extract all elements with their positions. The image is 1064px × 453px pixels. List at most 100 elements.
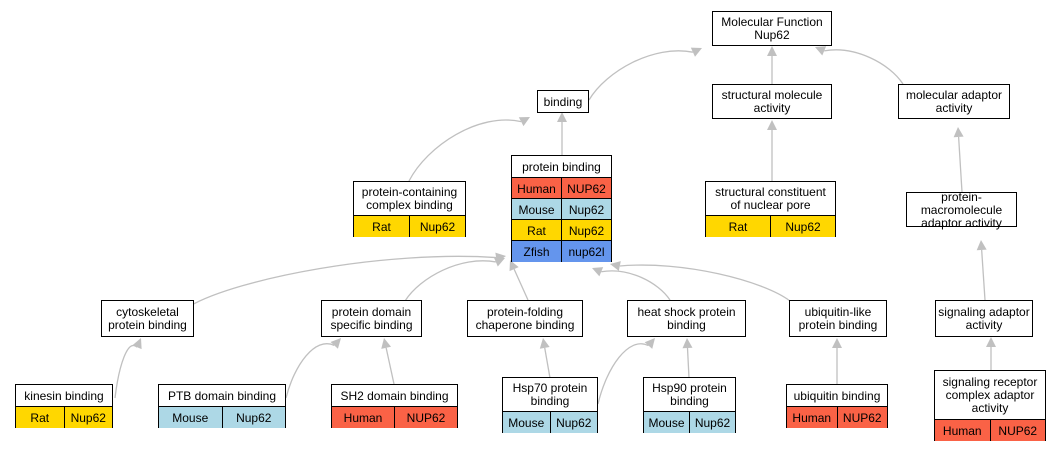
go-term-node-protein-folding-chaperone-binding[interactable]: protein-folding chaperone binding <box>467 300 583 337</box>
edge-arrowhead <box>518 117 530 127</box>
edge-signaling-adaptor-activity-to-protein-macromolecule-adaptor-activity <box>981 249 986 301</box>
edge-arrowhead <box>132 338 142 350</box>
node-label: cytoskeletal protein binding <box>108 305 187 332</box>
edge-arrowhead <box>690 47 702 57</box>
node-label: PTB domain binding <box>167 388 277 403</box>
go-term-node-structural-molecule-activity[interactable]: structural molecule activity <box>712 84 832 119</box>
gene-symbol: NUP62 <box>561 178 611 199</box>
edge-arrowhead <box>539 338 550 349</box>
species-row-mouse: Mouse Nup62 <box>644 411 735 433</box>
gene-symbol: Nup62 <box>549 412 598 433</box>
node-label: SH2 domain binding <box>340 388 449 403</box>
edge-hsp70-protein-binding-to-protein-folding-chaperone-binding <box>544 347 551 379</box>
edge-ptb-domain-binding-to-protein-domain-specific-binding <box>285 343 335 399</box>
edge-ubiquitin-like-protein-binding-to-protein-binding <box>619 264 791 302</box>
edge-arrowhead <box>557 112 567 122</box>
edge-protein-domain-specific-binding-to-protein-binding <box>404 260 496 302</box>
edge-cytoskeletal-protein-binding-to-protein-binding <box>189 255 497 307</box>
node-label: protein-macromolecule adaptor activity <box>920 189 1003 230</box>
go-term-node-molecular-function[interactable]: Molecular Function Nup62 <box>712 11 832 46</box>
node-label: protein binding <box>522 159 601 174</box>
gene-symbol: Nup62 <box>770 216 835 237</box>
node-label: Molecular Function Nup62 <box>721 15 823 42</box>
edge-arrowhead <box>815 46 827 56</box>
node-label: signaling adaptor activity <box>938 305 1030 332</box>
edge-arrowhead <box>986 337 996 347</box>
go-term-node-protein-domain-specific-binding[interactable]: protein domain specific binding <box>321 300 422 337</box>
node-label: molecular adaptor activity <box>905 88 1003 115</box>
node-label: structural constituent of nuclear pore <box>715 185 826 212</box>
edge-kinesin-binding-to-cytoskeletal-protein-binding <box>114 344 138 399</box>
edge-protein-containing-complex-binding-to-binding <box>408 119 522 182</box>
go-term-node-cytoskeletal-protein-binding[interactable]: cytoskeletal protein binding <box>101 300 194 337</box>
edge-arrowhead <box>509 260 519 272</box>
go-term-node-ubiquitin-like-protein-binding[interactable]: ubiquitin-like protein binding <box>789 300 887 337</box>
gene-symbol: NUP62 <box>394 407 457 428</box>
gene-symbol: Nup62 <box>689 412 735 433</box>
edge-protein-macromolecule-adaptor-activity-to-molecular-adaptor-activity <box>957 136 963 193</box>
edge-arrowhead <box>381 338 392 349</box>
species-name: Human <box>792 410 832 425</box>
species-name: Human <box>517 181 556 196</box>
species-name: Rat <box>30 410 50 425</box>
node-label: protein-folding chaperone binding <box>475 305 575 332</box>
node-label: protein-containing complex binding <box>361 185 458 212</box>
species-name: Rat <box>728 219 748 234</box>
node-label: signaling receptor complex adaptor activ… <box>942 375 1038 415</box>
go-term-node-binding[interactable]: binding <box>537 90 589 113</box>
edge-heat-shock-protein-binding-to-protein-binding <box>601 270 671 301</box>
edge-hsp70-protein-binding-to-heat-shock-protein-binding <box>597 343 649 405</box>
edge-arrowhead <box>644 338 655 349</box>
gene-symbol: Nup62 <box>561 220 611 241</box>
species-row-rat: Rat Nup62 <box>16 406 112 428</box>
node-label: protein domain specific binding <box>330 305 413 332</box>
edge-arrowhead <box>493 257 505 267</box>
gene-symbol: Nup62 <box>63 407 113 428</box>
go-term-node-molecular-adaptor-activity[interactable]: molecular adaptor activity <box>898 84 1010 119</box>
go-term-node-protein-macromolecule-adaptor-activity[interactable]: protein-macromolecule adaptor activity <box>906 189 1017 230</box>
edge-protein-folding-chaperone-binding-to-protein-binding <box>513 268 529 301</box>
gene-symbol: Nup62 <box>561 199 611 220</box>
species-row-rat: Rat Nup62 <box>706 215 835 237</box>
node-label: kinesin binding <box>24 388 104 403</box>
species-name: Mouse <box>518 202 555 217</box>
gene-symbol: Nup62 <box>409 216 465 237</box>
gene-symbol: Nup62 <box>221 407 286 428</box>
species-row-human: Human NUP62 <box>512 177 611 199</box>
species-name: Human <box>942 423 982 438</box>
edge-arrowhead <box>976 240 987 251</box>
edge-arrowhead <box>767 120 777 130</box>
node-label: Hsp70 protein binding <box>512 381 588 408</box>
node-label: heat shock protein binding <box>637 305 736 332</box>
species-row-mouse: Mouse Nup62 <box>512 198 611 220</box>
node-label: ubiquitin binding <box>793 388 881 403</box>
node-label: structural molecule activity <box>721 88 823 115</box>
edge-arrowhead <box>592 267 604 277</box>
go-term-node-signaling-receptor-complex-adaptor-activity[interactable]: signaling receptor complex adaptor activ… <box>934 370 1046 441</box>
edge-sh2-domain-binding-to-protein-domain-specific-binding <box>385 347 395 385</box>
go-term-node-heat-shock-protein-binding[interactable]: heat shock protein binding <box>627 300 746 337</box>
go-term-node-signaling-adaptor-activity[interactable]: signaling adaptor activity <box>935 300 1033 337</box>
species-name: Mouse <box>508 415 545 430</box>
edge-arrowhead <box>330 338 341 349</box>
gene-symbol: NUP62 <box>836 407 888 428</box>
species-name: Zfish <box>523 244 550 259</box>
species-name: Mouse <box>648 415 685 430</box>
